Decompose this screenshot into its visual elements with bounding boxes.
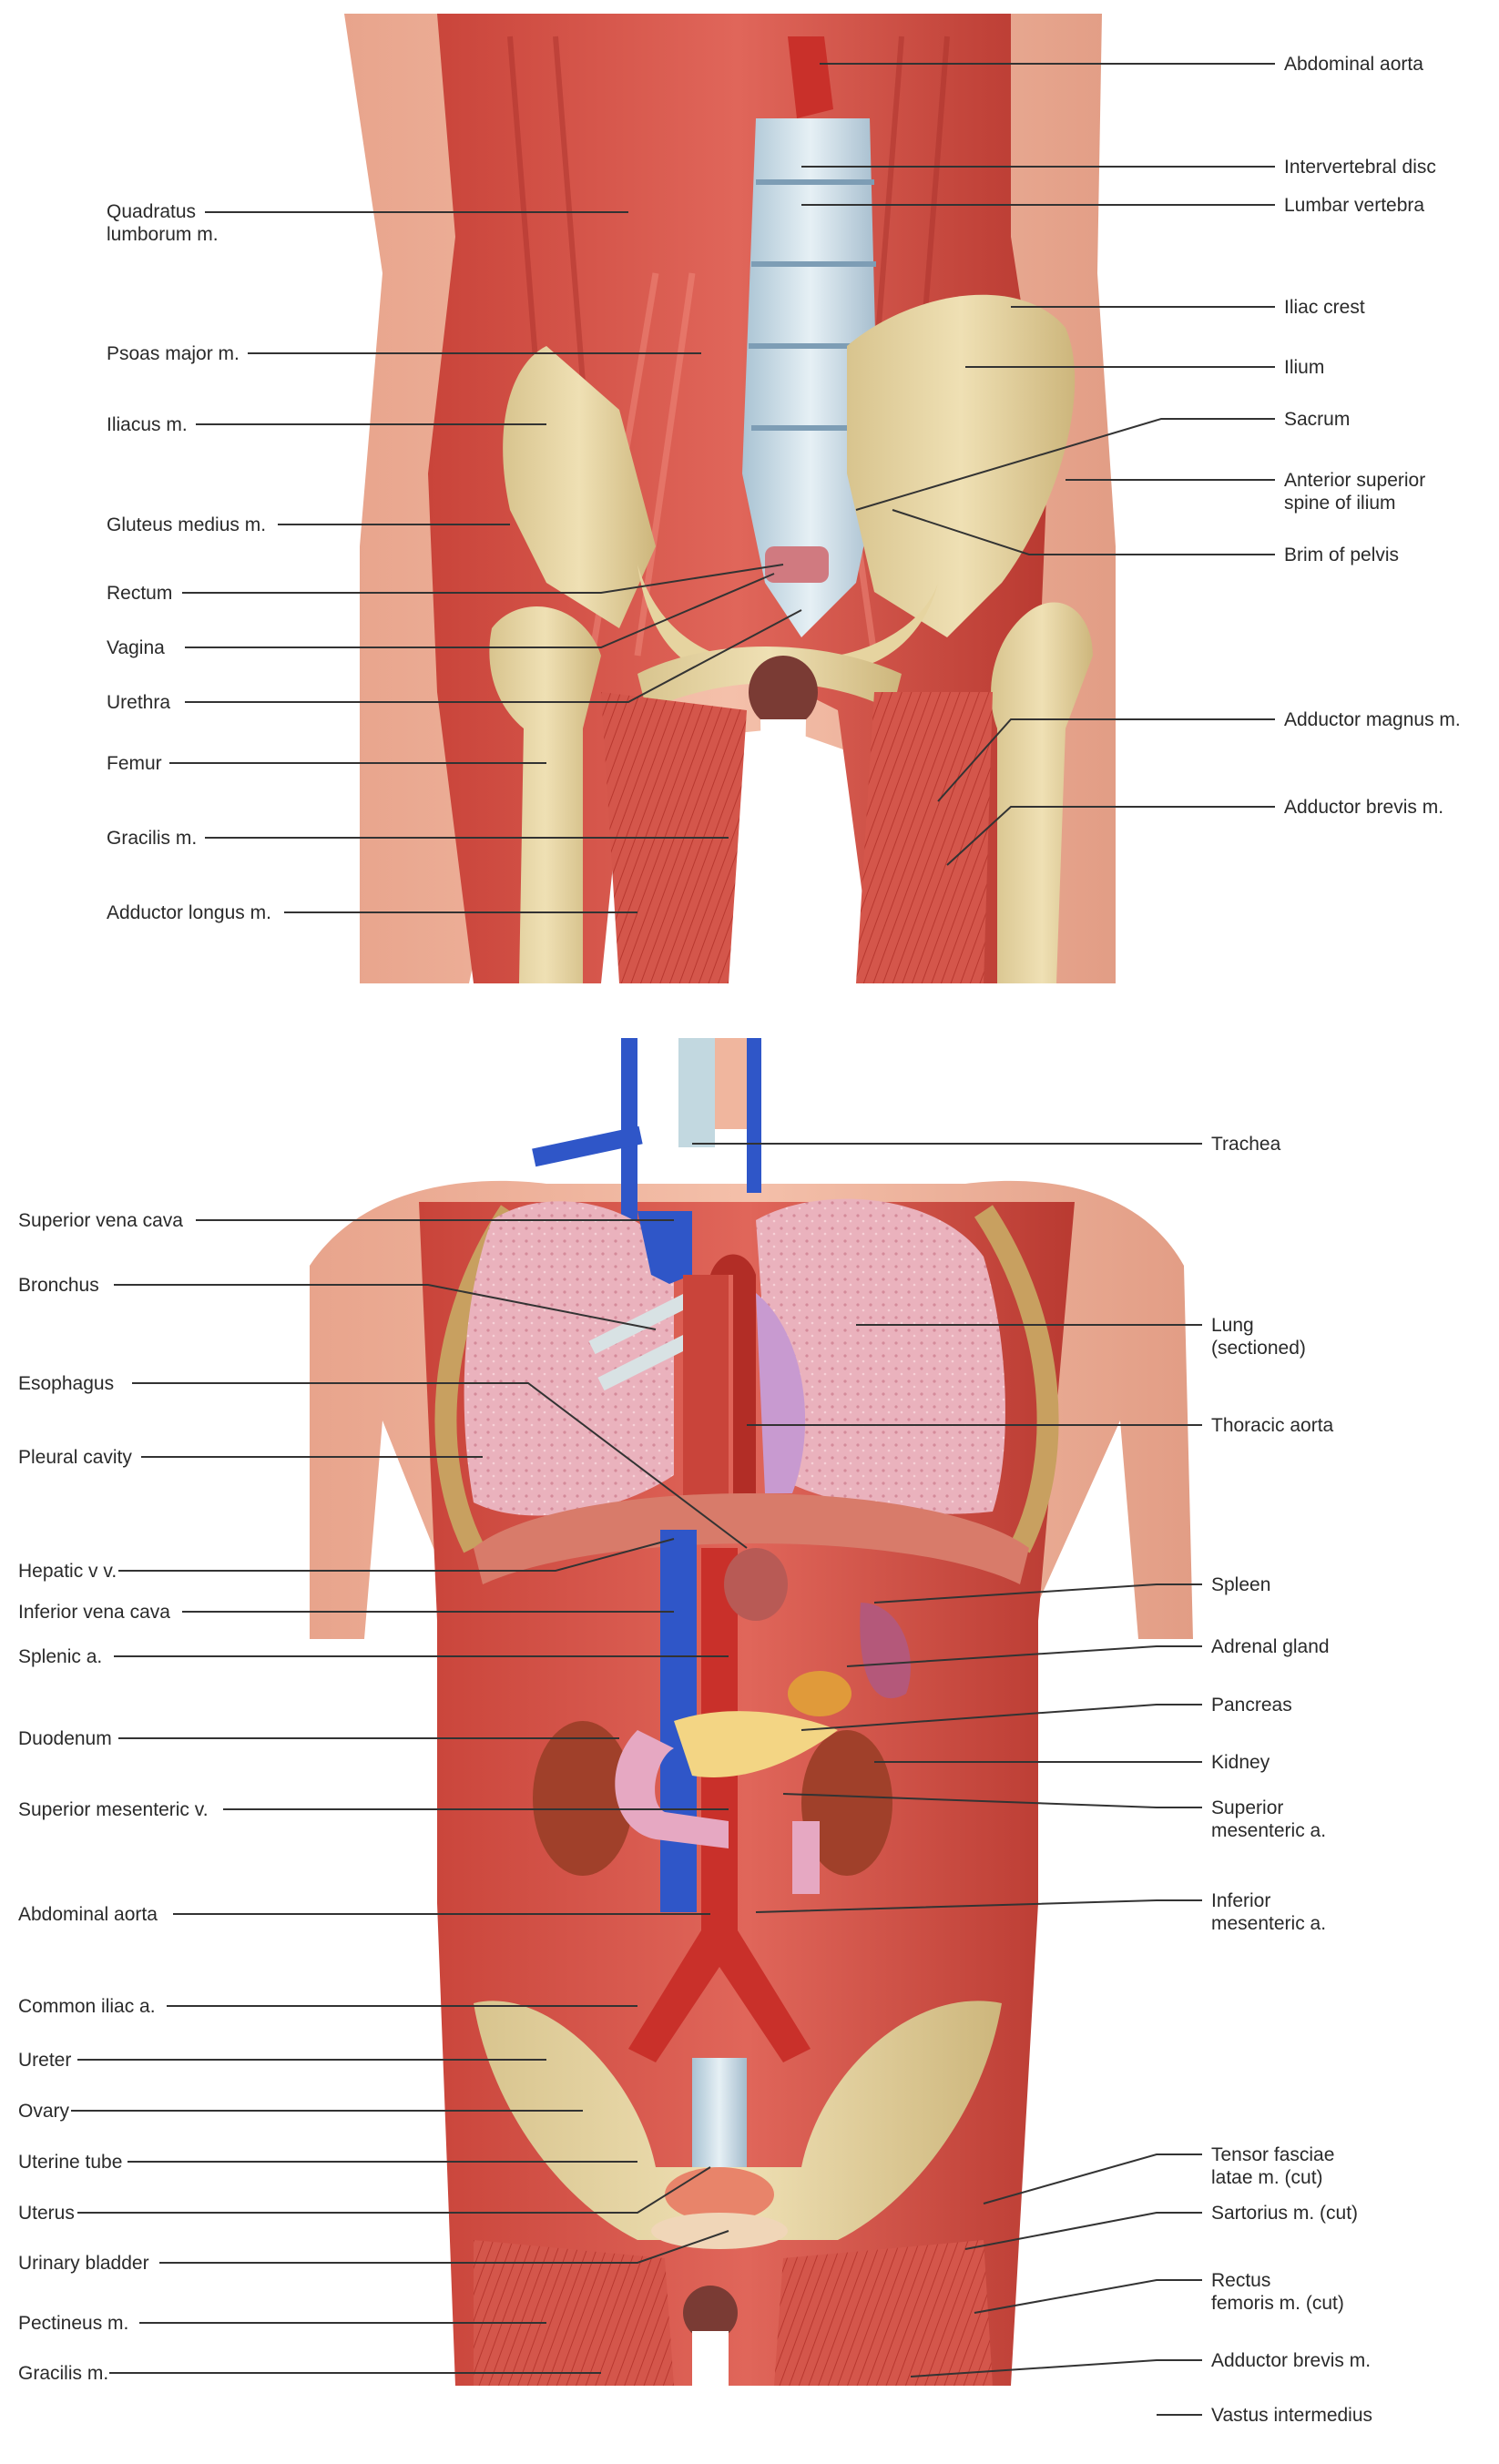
label-sartorius: Sartorius m. (cut) [1211,2203,1359,2224]
label-abdominal-aorta: Abdominal aorta [1284,54,1423,75]
label-kidney: Kidney [1211,1752,1270,1773]
label-intervertebral-disc: Intervertebral disc [1284,157,1436,178]
label-adductor-magnus: Adductor magnus m. [1284,709,1461,730]
label-trachea: Trachea [1211,1134,1281,1155]
label-brim-of-pelvis: Brim of pelvis [1284,545,1400,565]
label-tensor-fasciae-latae: Tensor fasciae latae m. (cut) [1211,2144,1335,2188]
label-psoas-major: Psoas major m. [107,343,240,364]
label-adrenal-gland: Adrenal gland [1211,1636,1330,1657]
label-adductor-brevis: Adductor brevis m. [1284,797,1444,818]
label-sacrum: Sacrum [1284,409,1351,430]
label-hepatic-vv: Hepatic v v. [18,1561,117,1582]
label-inferior-vena-cava: Inferior vena cava [18,1602,170,1623]
label-pleural-cavity: Pleural cavity [18,1447,132,1468]
label-adductor-longus: Adductor longus m. [107,902,271,923]
label-superior-mesenteric-v: Superior mesenteric v. [18,1799,209,1820]
label-urinary-bladder: Urinary bladder [18,2253,149,2274]
label-inferior-mesenteric-a: Inferior mesenteric a. [1211,1890,1327,1934]
label-rectus-femoris: Rectus femoris m. (cut) [1211,2270,1344,2314]
label-ureter: Ureter [18,2050,72,2071]
label-abdominal-aorta-2: Abdominal aorta [18,1904,158,1925]
label-uterus: Uterus [18,2203,75,2224]
label-spleen: Spleen [1211,1574,1271,1595]
label-lung: Lung (sectioned) [1211,1315,1306,1359]
label-uterine-tube: Uterine tube [18,2152,123,2173]
label-lumbar-vertebra: Lumbar vertebra [1284,195,1425,216]
label-iliac-crest: Iliac crest [1284,297,1365,318]
label-vagina: Vagina [107,637,165,658]
label-bronchus: Bronchus [18,1275,99,1296]
label-pectineus: Pectineus m. [18,2313,129,2334]
label-vastus-intermedius: Vastus intermedius [1211,2405,1373,2426]
label-pancreas: Pancreas [1211,1695,1292,1716]
label-adductor-brevis-2: Adductor brevis m. [1211,2350,1372,2371]
label-thoracic-aorta: Thoracic aorta [1211,1415,1334,1436]
label-rectum: Rectum [107,583,173,604]
leader-lines [71,63,1275,2416]
label-common-iliac-a: Common iliac a. [18,1996,156,2017]
label-iliacus: Iliacus m. [107,414,188,435]
label-ovary: Ovary [18,2101,70,2122]
label-gluteus-medius: Gluteus medius m. [107,514,267,535]
label-splenic-a: Splenic a. [18,1646,103,1667]
label-esophagus: Esophagus [18,1373,115,1394]
label-gracilis-2: Gracilis m. [18,2363,109,2384]
label-femur: Femur [107,753,162,774]
label-ilium: Ilium [1284,357,1325,378]
label-quadratus-lumborum: Quadratus lumborum m. [107,201,219,245]
bottom-figure-illustration [310,1038,1193,2386]
top-figure-illustration [344,14,1116,983]
label-superior-vena-cava: Superior vena cava [18,1210,183,1231]
label-urethra: Urethra [107,692,171,713]
label-duodenum: Duodenum [18,1728,112,1749]
label-superior-mesenteric-a: Superior mesenteric a. [1211,1797,1327,1841]
label-gracilis: Gracilis m. [107,828,198,849]
label-anterior-superior-spine: Anterior superior spine of ilium [1284,470,1426,514]
